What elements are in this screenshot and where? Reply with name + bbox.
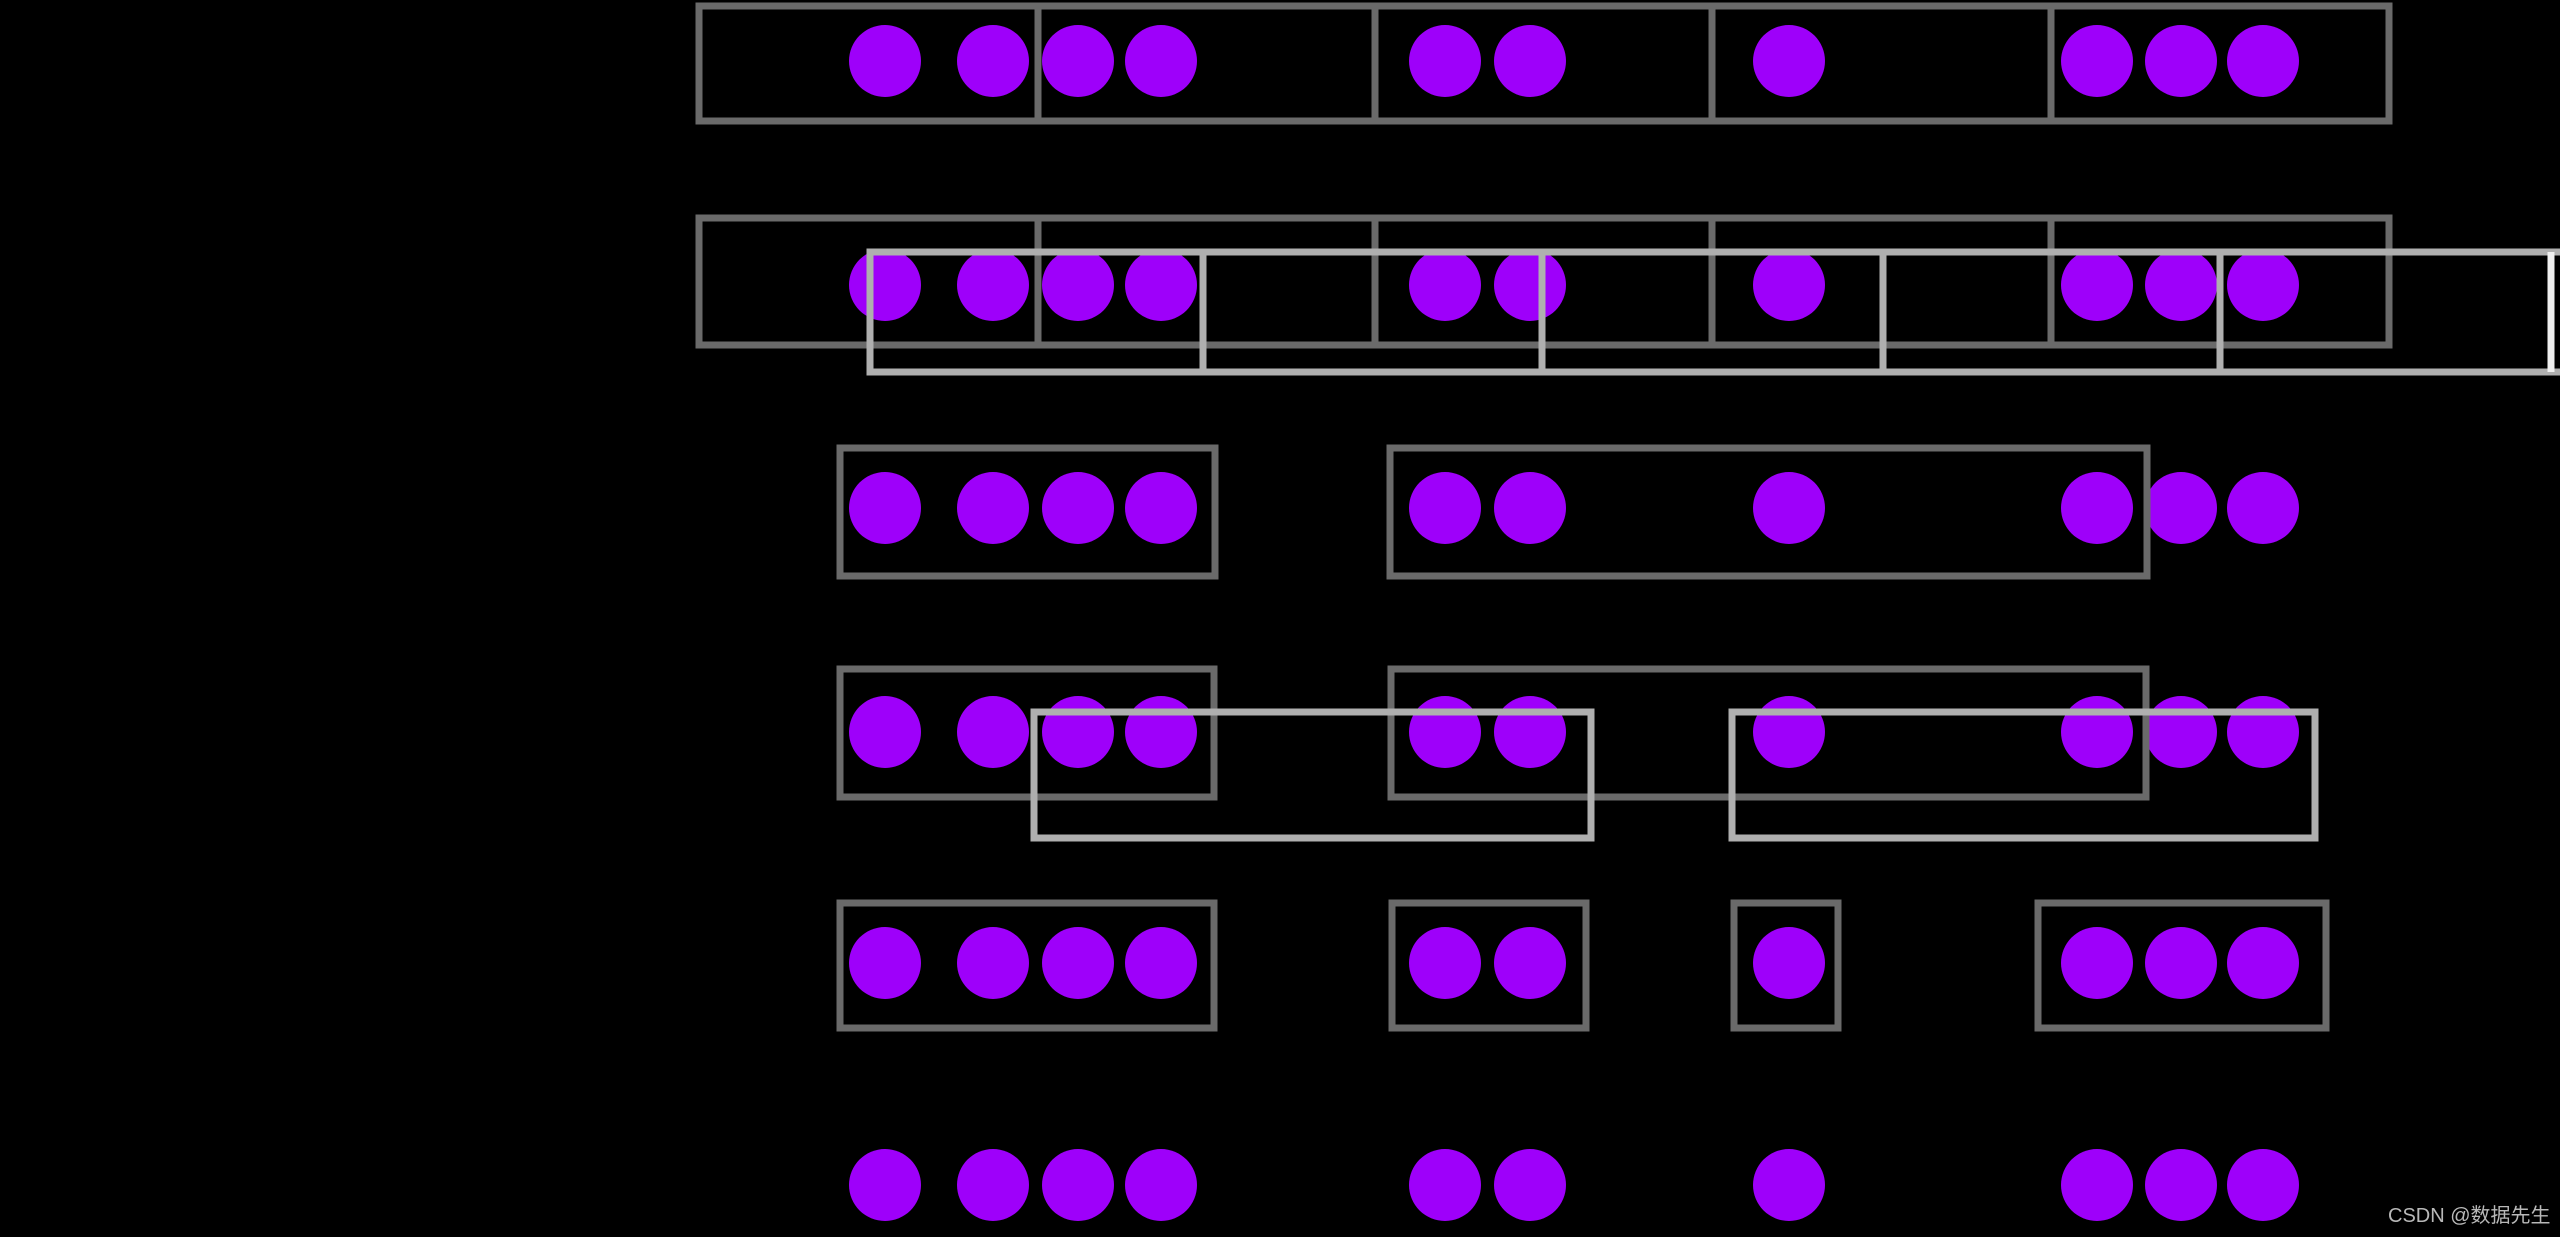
- token-dot: [2145, 1149, 2217, 1221]
- chunk-box-dark: [1387, 665, 2150, 801]
- chunk-box-light: [1728, 708, 2319, 842]
- token-dot: [849, 1149, 921, 1221]
- token-dot: [2145, 25, 2217, 97]
- token-dot: [957, 1149, 1029, 1221]
- row-fixed-grid-with-overlap: [695, 214, 2560, 376]
- token-dot: [2061, 25, 2133, 97]
- chunk-box-dark: [1730, 899, 1842, 1032]
- token-dot: [1409, 1149, 1481, 1221]
- token-dot: [1125, 25, 1197, 97]
- token-dot: [1753, 927, 1825, 999]
- chunk-box-dark: [836, 899, 1218, 1032]
- token-dot: [849, 249, 921, 321]
- token-dot: [2227, 25, 2299, 97]
- token-dot: [1409, 25, 1481, 97]
- token-dot: [1494, 696, 1566, 768]
- token-dot: [1042, 249, 1114, 321]
- token-dot: [1125, 249, 1197, 321]
- chunk-box-dark: [695, 2, 2393, 125]
- token-dot: [1494, 25, 1566, 97]
- token-dot: [2145, 472, 2217, 544]
- token-dot: [1753, 1149, 1825, 1221]
- token-dot: [1042, 927, 1114, 999]
- token-dot: [2061, 249, 2133, 321]
- token-dot: [1042, 1149, 1114, 1221]
- token-dot: [1042, 25, 1114, 97]
- token-dot: [1494, 927, 1566, 999]
- token-dot: [1753, 696, 1825, 768]
- row-two-chunks: [836, 444, 2299, 580]
- token-dot: [2227, 472, 2299, 544]
- token-dot: [2227, 927, 2299, 999]
- token-dot: [2061, 1149, 2133, 1221]
- chunk-box-dark: [2034, 899, 2330, 1032]
- token-dot: [2061, 472, 2133, 544]
- chunk-box-dark: [836, 665, 1218, 801]
- row-tokens-only: [849, 1149, 2299, 1221]
- token-dot: [1042, 696, 1114, 768]
- chunk-box-dark: [1388, 899, 1590, 1032]
- token-dot: [849, 25, 921, 97]
- token-dot: [1125, 927, 1197, 999]
- token-dot: [2227, 249, 2299, 321]
- token-dot: [2227, 696, 2299, 768]
- token-dot: [2227, 1149, 2299, 1221]
- token-dot: [1753, 249, 1825, 321]
- token-dot: [957, 25, 1029, 97]
- token-dot: [2061, 696, 2133, 768]
- token-dot: [1125, 1149, 1197, 1221]
- token-dot: [957, 696, 1029, 768]
- token-dot: [1494, 1149, 1566, 1221]
- token-dot: [1409, 249, 1481, 321]
- token-dot: [1494, 472, 1566, 544]
- token-dot: [849, 696, 921, 768]
- token-dot: [2145, 927, 2217, 999]
- token-dot: [1753, 25, 1825, 97]
- token-dot: [1125, 696, 1197, 768]
- token-dot: [1125, 472, 1197, 544]
- row-two-chunks-with-overlap: [836, 665, 2319, 842]
- token-dot: [957, 472, 1029, 544]
- token-dot: [2061, 927, 2133, 999]
- watermark: CSDN @数据先生: [2388, 1205, 2551, 1227]
- token-dot: [1042, 472, 1114, 544]
- token-dot: [1409, 696, 1481, 768]
- token-dot: [1753, 472, 1825, 544]
- token-dot: [849, 472, 921, 544]
- token-dot: [957, 249, 1029, 321]
- token-dot: [957, 927, 1029, 999]
- token-dot: [1494, 249, 1566, 321]
- chunk-box-dark: [1386, 444, 2151, 580]
- token-dot: [849, 927, 921, 999]
- chunk-box-light: [1030, 708, 1595, 842]
- token-dot: [1409, 927, 1481, 999]
- token-dot: [1409, 472, 1481, 544]
- row-per-group-chunks: [836, 899, 2330, 1032]
- token-dot: [2145, 696, 2217, 768]
- chunk-box-dark: [836, 444, 1219, 580]
- row-fixed-grid: [695, 2, 2393, 125]
- token-dot: [2145, 249, 2217, 321]
